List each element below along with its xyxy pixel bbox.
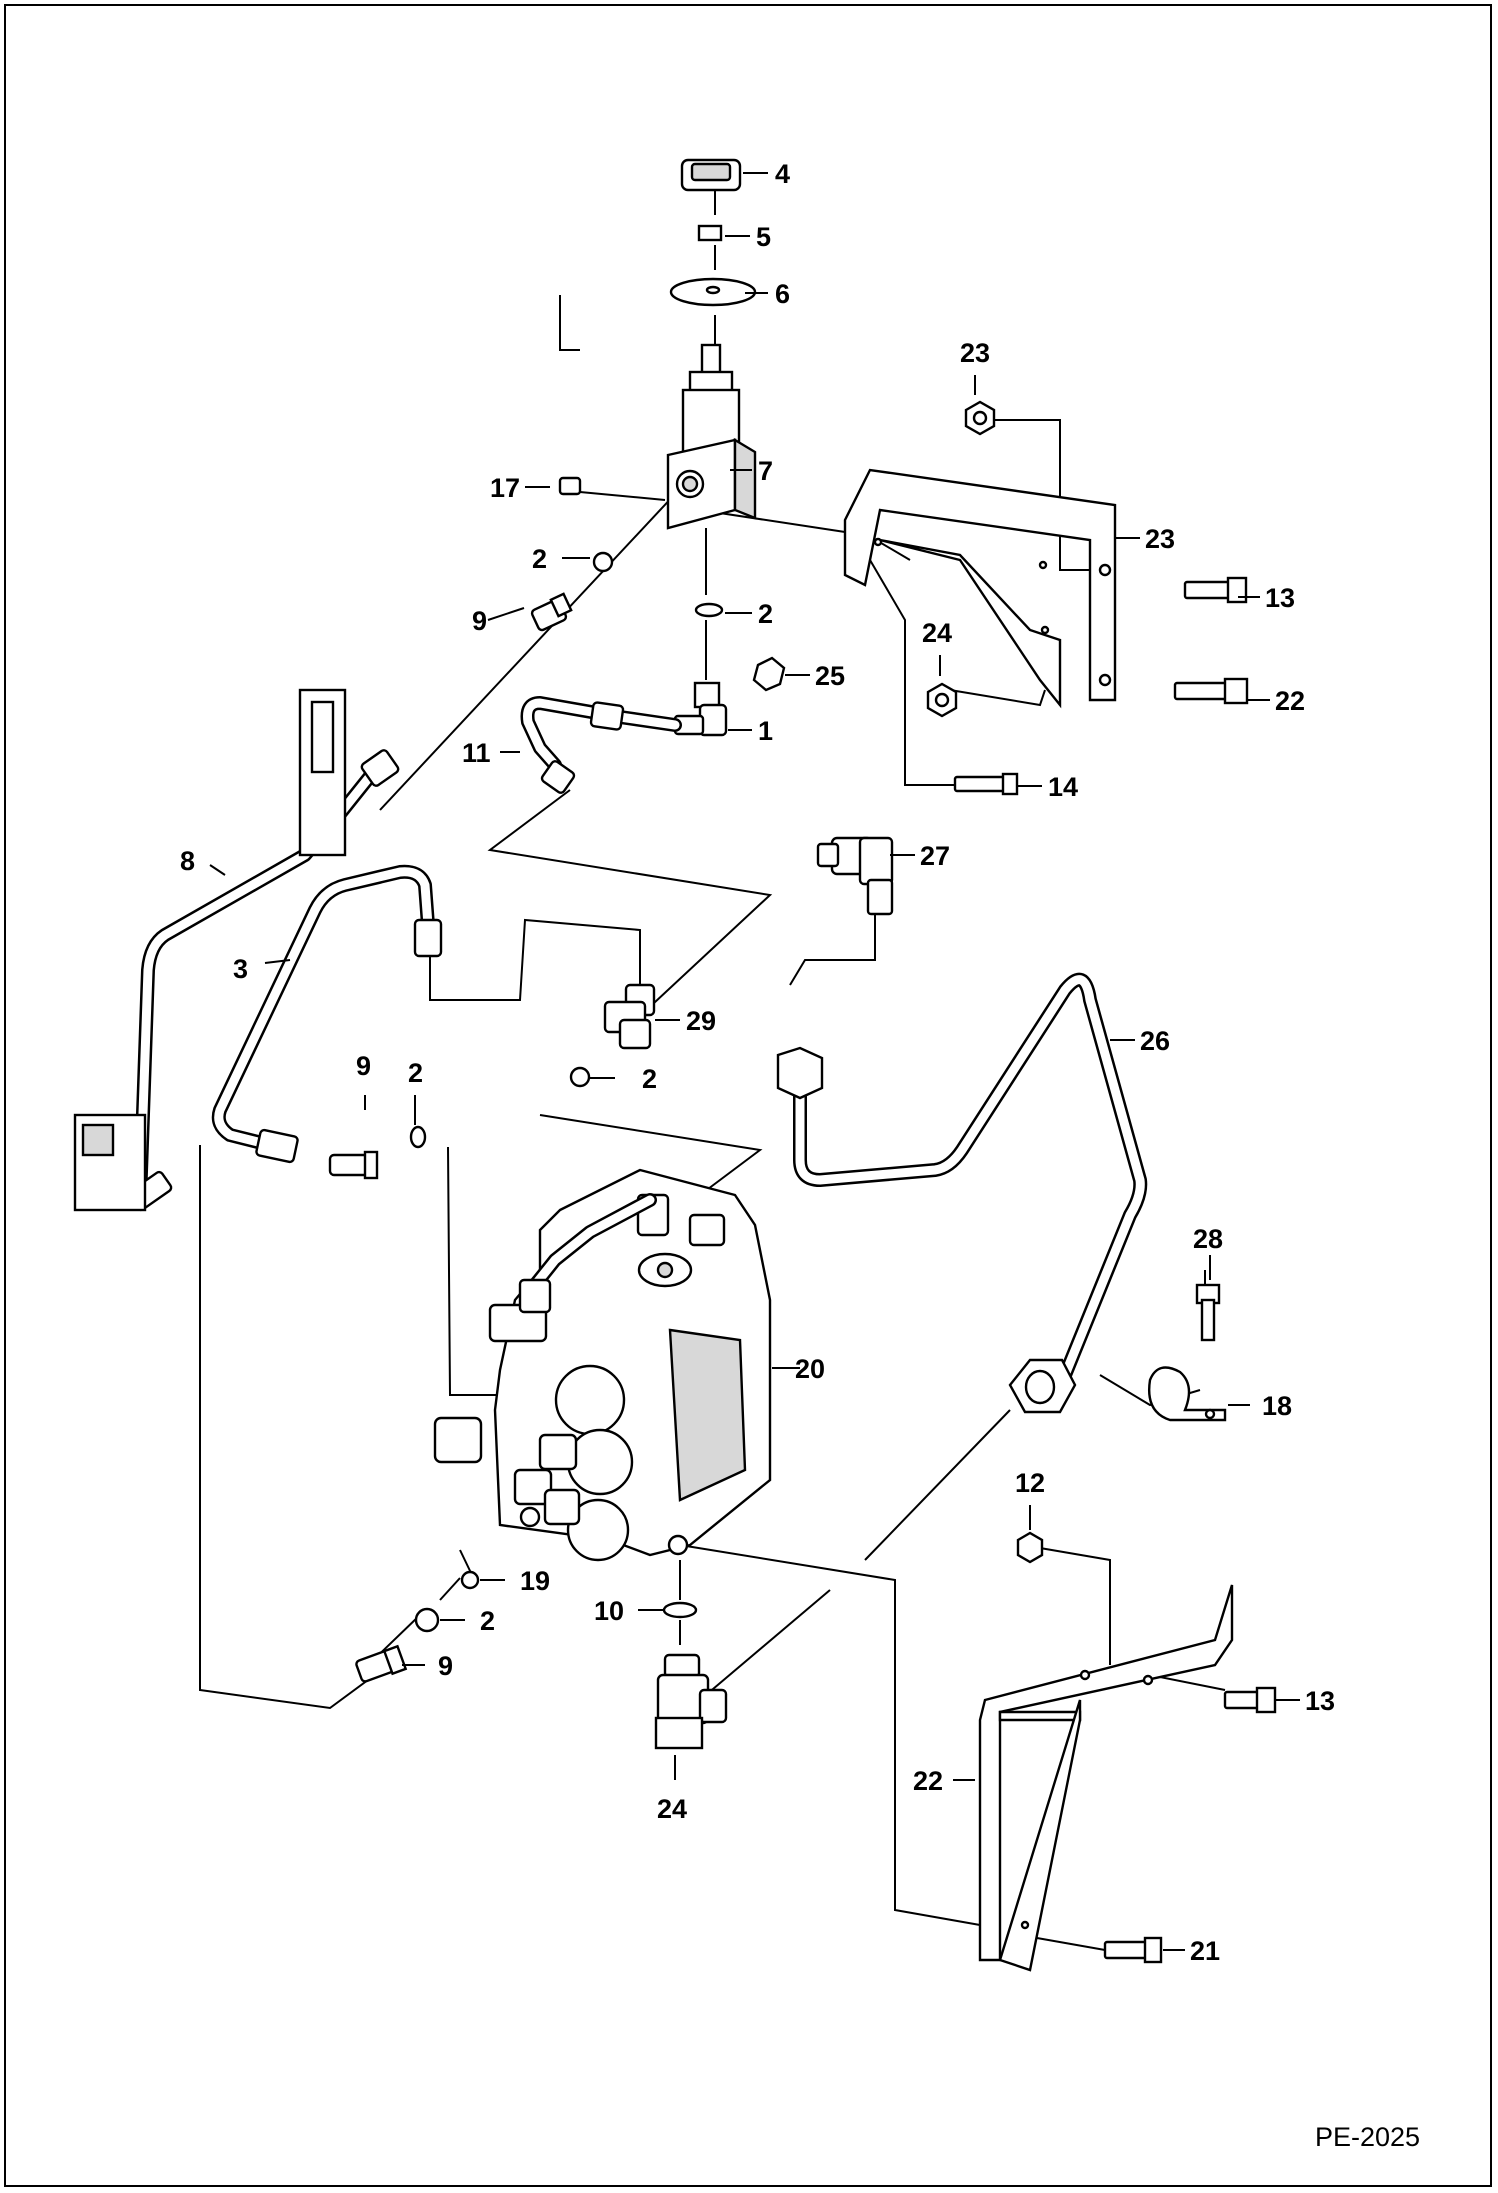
part-18-control-valve bbox=[433, 1168, 772, 1562]
drawing-frame bbox=[4, 4, 1492, 2187]
part-5-nut bbox=[697, 224, 723, 242]
part-23-nut-a bbox=[964, 400, 996, 436]
part-7-valve bbox=[666, 343, 757, 530]
callout-14: 14 bbox=[1048, 772, 1078, 802]
callout-29: 29 bbox=[686, 1006, 716, 1036]
part-13-bolt-b bbox=[1223, 1686, 1277, 1714]
callout-9-b: 9 bbox=[356, 1051, 371, 1081]
callout-21: 23 bbox=[1145, 524, 1175, 554]
part-17-oring bbox=[460, 1570, 480, 1590]
callout-24: 24 bbox=[657, 1794, 687, 1824]
callout-9-a: 9 bbox=[472, 606, 487, 636]
callout-19: 21 bbox=[1190, 1936, 1220, 1966]
callout-2-c: 2 bbox=[408, 1058, 423, 1088]
callout-2-a: 2 bbox=[532, 544, 547, 574]
part-6-washer bbox=[669, 277, 757, 307]
callout-27: 27 bbox=[920, 841, 950, 871]
callout-ticks bbox=[209, 172, 1300, 1951]
callout-9-c: 9 bbox=[438, 1651, 453, 1681]
callout-10: 10 bbox=[594, 1596, 624, 1626]
part-2-oring-a bbox=[592, 551, 614, 573]
callout-5: 5 bbox=[756, 222, 771, 252]
callout-labels: 4 5 6 7 17 2 2 9 25 1 11 23 23 24 13 22 … bbox=[180, 159, 1335, 1966]
part-13-bolt-a bbox=[1183, 576, 1248, 604]
callout-15: 17 bbox=[490, 473, 520, 503]
callout-26: 26 bbox=[1140, 1026, 1170, 1056]
callout-2-b: 2 bbox=[758, 599, 773, 629]
part-2-oring-c bbox=[409, 1125, 427, 1149]
part-16-clamp bbox=[1148, 1366, 1227, 1422]
callout-7: 7 bbox=[758, 456, 773, 486]
callout-8: 8 bbox=[180, 846, 195, 876]
part-9-fitting-b bbox=[328, 1150, 379, 1180]
part-10-oring bbox=[662, 1601, 698, 1619]
callout-23-b: 24 bbox=[922, 618, 952, 648]
callout-4: 4 bbox=[775, 159, 790, 189]
part-26-tube bbox=[776, 972, 1148, 1414]
part-8-hose bbox=[73, 688, 400, 1212]
callout-16: 18 bbox=[1262, 1391, 1292, 1421]
part-20-bracket bbox=[978, 1584, 1234, 1972]
callout-20: 22 bbox=[913, 1766, 943, 1796]
part-2-oring-e bbox=[414, 1607, 440, 1633]
callout-2-e: 2 bbox=[480, 1606, 495, 1636]
part-25-nut bbox=[752, 656, 786, 692]
callout-17: 19 bbox=[520, 1566, 550, 1596]
callout-25: 25 bbox=[815, 661, 845, 691]
part-4-cap bbox=[680, 158, 742, 192]
callout-3: 3 bbox=[233, 954, 248, 984]
callout-11: 11 bbox=[462, 738, 491, 768]
drawing-code: PE-2025 bbox=[1315, 2122, 1420, 2152]
part-24-elbow bbox=[654, 1653, 728, 1750]
callout-1: 1 bbox=[758, 716, 773, 746]
callout-13-a: 13 bbox=[1265, 583, 1295, 613]
callout-18: 20 bbox=[795, 1354, 825, 1384]
part-22-bolt bbox=[1173, 677, 1249, 705]
part-15-plug bbox=[558, 476, 582, 496]
part-2-oring-b bbox=[694, 602, 724, 618]
callout-2-d: 2 bbox=[642, 1064, 657, 1094]
part-12-nut bbox=[1016, 1531, 1044, 1564]
callout-6: 6 bbox=[775, 279, 790, 309]
part-27-elbow bbox=[816, 836, 894, 916]
part-9-fitting-c bbox=[355, 1644, 408, 1683]
part-1-elbow bbox=[673, 681, 728, 737]
part-2-oring-d bbox=[569, 1066, 591, 1088]
part-14-bolt bbox=[953, 772, 1019, 796]
part-28-bolt bbox=[1195, 1283, 1221, 1342]
part-23-nut-b bbox=[926, 682, 958, 718]
part-21-bracket bbox=[843, 468, 1117, 709]
callout-12: 12 bbox=[1015, 1468, 1045, 1498]
callout-22: 22 bbox=[1275, 686, 1305, 716]
callout-28: 28 bbox=[1193, 1224, 1223, 1254]
part-11-tube bbox=[520, 696, 682, 794]
callout-13-b: 13 bbox=[1305, 1686, 1335, 1716]
part-29-tee bbox=[603, 983, 656, 1050]
callout-23-a: 23 bbox=[960, 338, 990, 368]
part-3-tube bbox=[211, 864, 443, 1164]
part-19-bolt bbox=[1103, 1936, 1163, 1964]
part-9-fitting-a bbox=[530, 592, 573, 632]
